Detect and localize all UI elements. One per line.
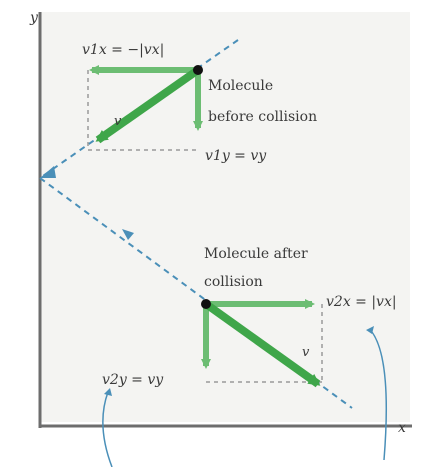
before-v1x-label: v1x = −|vx|: [82, 42, 164, 58]
before-caption-line1: Molecule: [208, 78, 273, 94]
molecule-before-dot-icon: [193, 65, 203, 75]
before-v1y-label: v1y = vy: [205, 148, 267, 164]
y-axis-label: y: [29, 10, 39, 26]
incoming-trajectory: [39, 39, 239, 179]
after-v2x-label: v2x = |vx|: [326, 294, 397, 310]
after-caption-line2: collision: [204, 274, 263, 290]
before-caption-line2: before collision: [208, 109, 317, 125]
incoming-direction-marker: [40, 166, 56, 178]
after-v2y-label: v2y = vy: [102, 372, 164, 388]
after-velocity-vector: [203, 300, 321, 388]
callout-arrow-right: [366, 326, 374, 334]
before-velocity-vector: [95, 66, 201, 144]
after-v-label: v: [302, 345, 310, 360]
before-v-label: v: [114, 114, 122, 129]
outgoing-direction-marker: [122, 229, 134, 240]
callout-curve-left: [102, 391, 113, 467]
molecule-after-dot-icon: [201, 299, 211, 309]
callout-curve-right: [371, 331, 387, 461]
callout-arrow-left: [104, 388, 112, 396]
after-caption-line1: Molecule after: [204, 246, 308, 262]
x-axis-label: x: [398, 420, 406, 436]
diagram-panel: [40, 12, 410, 422]
